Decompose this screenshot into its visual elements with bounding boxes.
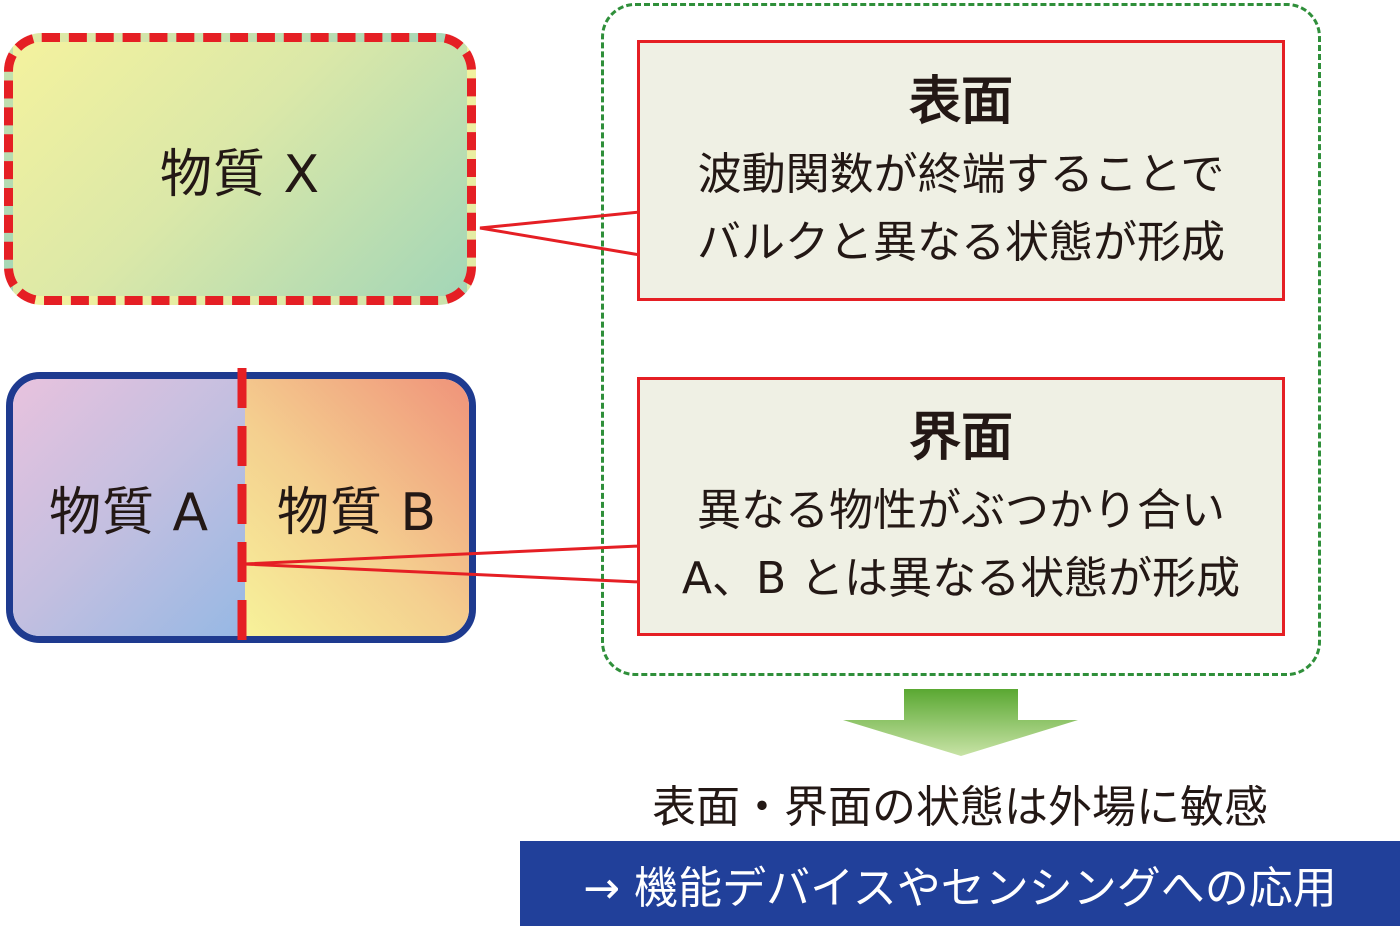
substance-a-label: 物質 A — [48, 483, 210, 543]
down-arrow-icon — [843, 689, 1078, 756]
interface-line-2: A、B とは異なる状態が形成 — [681, 552, 1241, 604]
application-text: → 機能デバイスやセンシングへの応用 — [583, 862, 1337, 914]
surface-title: 表面 — [908, 71, 1013, 132]
substance-x-box: 物質 X — [4, 33, 476, 305]
substance-x-label: 物質 X — [159, 144, 321, 205]
interface-title: 界面 — [908, 407, 1013, 468]
substance-b-label: 物質 B — [276, 483, 438, 543]
surface-line-1: 波動関数が終端することで — [697, 148, 1225, 200]
conclusion-text: 表面・界面の状態は外場に敏感 — [652, 782, 1268, 833]
application-banner: → 機能デバイスやセンシングへの応用 — [520, 841, 1400, 926]
surface-callout: 表面 波動関数が終端することで バルクと異なる状態が形成 — [637, 40, 1285, 301]
surface-interface-group — [601, 3, 1321, 676]
interface-callout: 界面 異なる物性がぶつかり合い A、B とは異なる状態が形成 — [637, 377, 1285, 636]
substance-b-region: 物質 B — [245, 379, 469, 636]
surface-line-2: バルクと異なる状態が形成 — [697, 216, 1225, 268]
substance-a-region: 物質 A — [13, 379, 245, 636]
interface-line-1: 異なる物性がぶつかり合い — [697, 484, 1225, 536]
substance-ab-box: 物質 A 物質 B — [6, 372, 476, 643]
